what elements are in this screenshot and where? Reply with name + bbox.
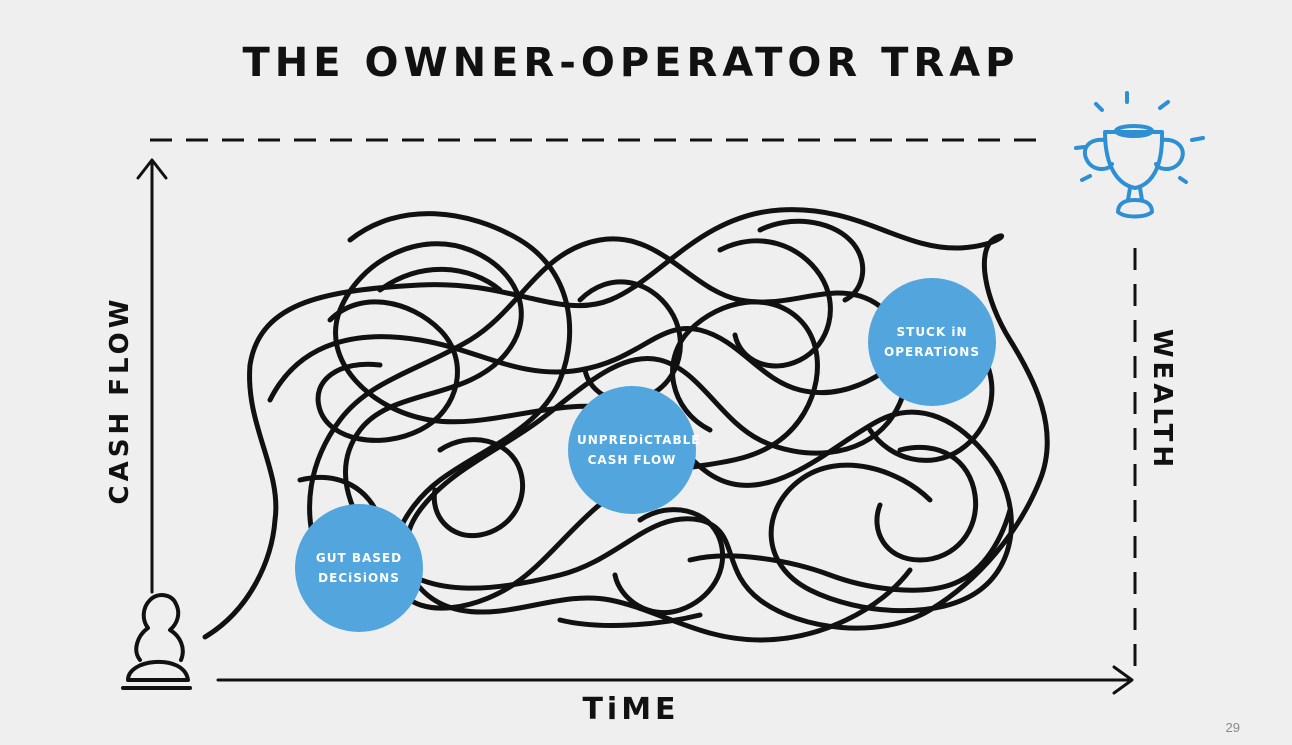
stuck-in-operations-bubble: STUCK iN OPERATiONS [868, 278, 996, 406]
page-title: THE OWNER-OPERATOR TRAP [242, 40, 1020, 86]
person-icon [121, 593, 192, 690]
page-number: 29 [1225, 720, 1240, 735]
cash-flow-axis [136, 158, 168, 594]
gut-based-decisions-text: GUT BASED DECiSiONS [315, 551, 403, 585]
wealth-label: WEALTH [1147, 328, 1177, 472]
stuck-in-operations-text: STUCK iN OPERATiONS [884, 325, 980, 359]
tangled-path-scribble [202, 207, 1050, 643]
unpredictable-cash-flow-text: UNPREDiCTABLE CASH FLOW [577, 433, 701, 467]
time-axis-label: TiME [582, 692, 680, 727]
unpredictable-cash-flow-bubble: UNPREDiCTABLE CASH FLOW [568, 386, 701, 514]
cash-flow-axis-label: CASH FLOW [105, 295, 135, 505]
gut-based-decisions-bubble: GUT BASED DECiSiONS [295, 504, 423, 632]
time-axis [216, 665, 1134, 695]
trophy-icon [1074, 91, 1205, 219]
